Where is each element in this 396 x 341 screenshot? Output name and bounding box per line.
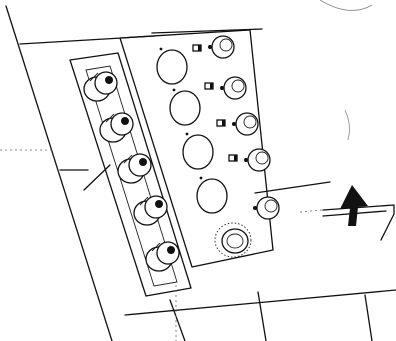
panel-dial[interactable]: [169, 88, 201, 126]
indicator-lamp: [192, 44, 202, 52]
left-knob-strip: [69, 52, 192, 341]
indicator-lamp: [204, 82, 214, 90]
rotation-arrow: [340, 185, 368, 226]
right-control-panel: [119, 29, 274, 268]
side-knob[interactable]: [244, 148, 271, 172]
side-knob-group: [208, 35, 280, 220]
strip-knob[interactable]: [99, 112, 134, 143]
side-knob[interactable]: [253, 196, 280, 220]
panel-dial[interactable]: [156, 47, 188, 85]
indicator-lamp-group: [192, 44, 238, 162]
background-smudges: [319, 0, 373, 141]
strip-knob-group: [83, 71, 180, 272]
panel-dial[interactable]: [182, 132, 214, 170]
strip-knob[interactable]: [117, 153, 152, 184]
center-ring-dial[interactable]: [214, 222, 252, 258]
panel-dial[interactable]: [196, 176, 228, 214]
panel-dial-group: [156, 47, 228, 214]
side-knob[interactable]: [232, 112, 259, 136]
strip-knob[interactable]: [83, 71, 118, 102]
indicator-lamp: [228, 154, 238, 162]
indicator-lamp: [216, 119, 226, 127]
side-knob[interactable]: [220, 76, 247, 100]
strip-knob[interactable]: [145, 241, 180, 272]
hex-key-tool: [299, 204, 395, 241]
side-knob[interactable]: [208, 35, 235, 59]
cabinet-outline: [0, 5, 396, 341]
strip-knob[interactable]: [133, 195, 168, 226]
